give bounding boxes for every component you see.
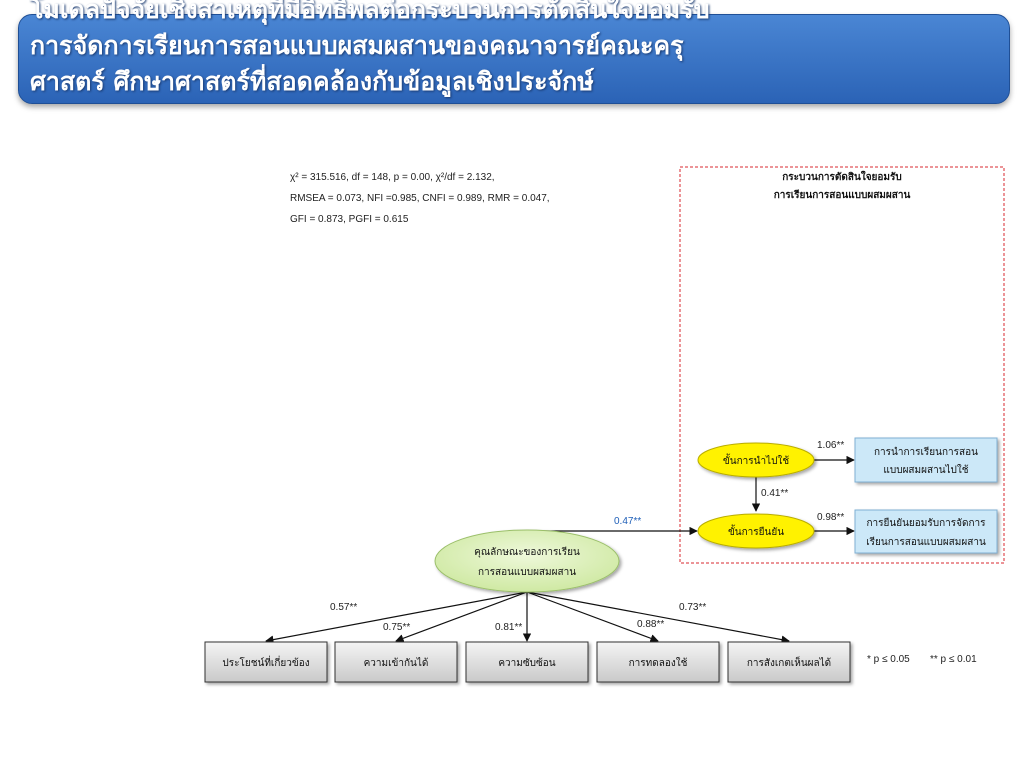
observed-trialability-box: [596, 641, 720, 683]
title-line-3: ศาสตร์ ศึกษาศาสตร์ที่สอดคล้องกับข้อมูลเช…: [30, 67, 594, 96]
loading-coef-5: 0.73**: [679, 602, 706, 613]
title-banner: [18, 14, 1010, 104]
fit-stats-line-3: GFI = 0.873, PGFI = 0.615: [290, 214, 409, 225]
loading-arrow-2: [395, 591, 528, 643]
observed-confirmation-line-2: เรียนการสอนแบบผสมผสาน: [866, 536, 986, 548]
process-header-line-1: กระบวนการตัดสินใจยอมรับ: [782, 170, 901, 183]
observed-observability-label: การสังเกตเห็นผลได้: [747, 655, 831, 669]
observed-trialability-label: การทดลองใช้: [629, 657, 688, 669]
coef-impl-to-conf: 0.41**: [761, 488, 788, 499]
coef-char-to-conf: 0.47**: [614, 516, 641, 527]
observed-relative-advantage-label: ประโยชน์ที่เกี่ยวข้อง: [222, 655, 309, 669]
loading-arrow-4: [526, 591, 659, 643]
loading-coef-2: 0.75**: [383, 622, 410, 633]
fit-stats-line-2: RMSEA = 0.073, NFI =0.985, CNFI = 0.989,…: [290, 193, 550, 204]
observed-relative-advantage-box: [204, 641, 328, 683]
observed-implementation-line-1: การนำการเรียนการสอน: [874, 446, 978, 458]
process-header-line-2: การเรียนการสอนแบบผสมผสาน: [774, 189, 911, 201]
latent-characteristics-line-1: คุณลักษณะของการเรียน: [474, 546, 580, 558]
legend-p01: ** p ≤ 0.01: [930, 654, 977, 665]
slide-title: โมเดลปัจจัยเชิงสาเหตุที่มีอิทธิพลต่อกระบ…: [30, 0, 1000, 100]
process-group-box: [679, 166, 1005, 564]
observed-compatibility-box: [334, 641, 458, 683]
observed-observability-box: [727, 641, 851, 683]
loading-arrow-1: [265, 591, 528, 644]
latent-confirmation-label: ขั้นการยืนยัน: [728, 524, 784, 538]
legend-p05: * p ≤ 0.05: [867, 654, 910, 665]
loading-coef-1: 0.57**: [330, 602, 357, 613]
observed-compatibility-label: ความเข้ากันได้: [364, 657, 429, 669]
loading-arrow-5: [526, 591, 790, 644]
observed-complexity-label: ความซับซ้อน: [498, 657, 555, 669]
observed-confirmation-box: [854, 509, 998, 554]
fit-statistics: χ² = 315.516, df = 148, p = 0.00, χ²/df …: [290, 167, 550, 230]
latent-characteristics-line-2: การสอนแบบผสมผสาน: [478, 567, 576, 578]
observed-confirmation-line-1: การยืนยันยอมรับการจัดการ: [866, 517, 986, 529]
observed-implementation-line-2: แบบผสมผสานไปใช้: [883, 464, 968, 476]
observed-complexity-box: [465, 641, 589, 683]
fit-stats-line-1: χ² = 315.516, df = 148, p = 0.00, χ²/df …: [290, 172, 495, 183]
coef-conf-to-obs: 0.98**: [817, 512, 844, 523]
title-line-2: การจัดการเรียนการสอนแบบผสมผสานของคณาจารย…: [30, 31, 684, 60]
observed-implementation-box: [854, 437, 998, 483]
title-line-1: โมเดลปัจจัยเชิงสาเหตุที่มีอิทธิพลต่อกระบ…: [30, 0, 710, 24]
latent-characteristics: [434, 529, 620, 593]
latent-implementation-label: ขั้นการนำไปใช้: [723, 453, 789, 467]
coef-impl-to-obs: 1.06**: [817, 440, 844, 451]
loading-coef-3: 0.81**: [495, 622, 522, 633]
latent-confirmation: [697, 513, 815, 549]
latent-implementation: [697, 442, 815, 478]
loading-coef-4: 0.88**: [637, 619, 664, 630]
